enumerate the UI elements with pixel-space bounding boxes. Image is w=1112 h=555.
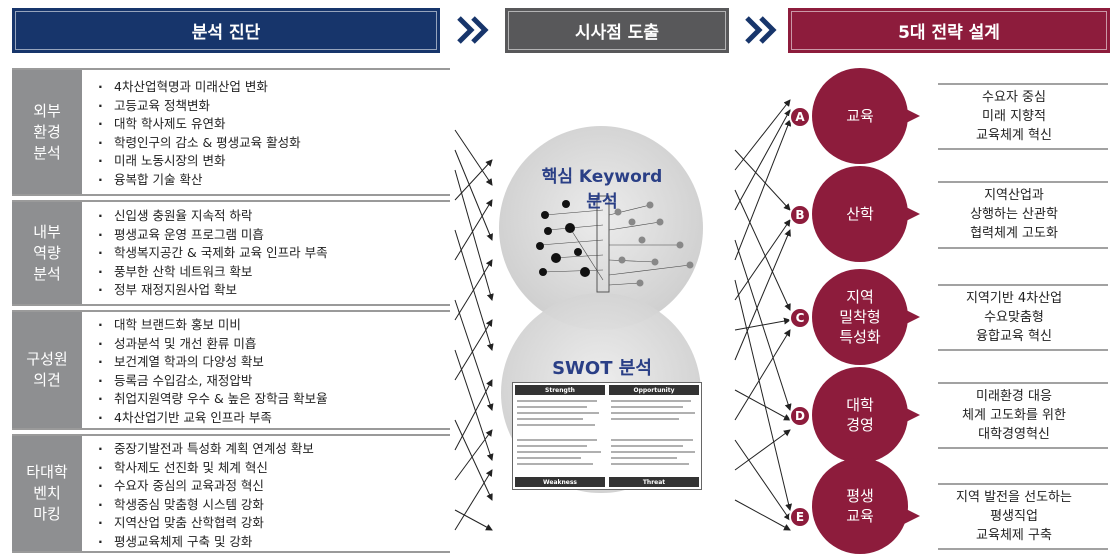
swot-text-line (517, 451, 601, 453)
list-item: 평생교육체제 구축 및 강화 (98, 533, 314, 552)
list-item: 중장기발전과 특성화 계획 연계성 확보 (98, 440, 314, 459)
list-item: 융복합 기술 확산 (98, 171, 301, 190)
strategy-circle-management: 대학 경영 (812, 367, 908, 463)
swot-text-line (611, 463, 689, 465)
keyword-bubble (499, 126, 703, 330)
strategy-circle-industry: 산학 (812, 166, 908, 262)
left-arrows (454, 129, 494, 531)
category-label-benchmark: 타대학 벤치 마킹 (12, 436, 82, 551)
swot-text-line (517, 418, 583, 420)
category-list-internal: 신입생 충원율 지속적 하락 평생교육 운영 프로그램 미흡 학생복지공간 & … (98, 207, 328, 300)
list-item: 신입생 충원율 지속적 하락 (98, 207, 328, 226)
right-arrows (734, 99, 793, 531)
category-list-benchmark: 중장기발전과 특성화 계획 연계성 확보 학사제도 선진화 및 체계 혁신 수요… (98, 440, 314, 551)
category-label-members: 구성원 의견 (12, 312, 82, 428)
strategy-badge-e: E (789, 506, 811, 528)
swot-text-line (611, 406, 683, 408)
analysis-header-title: 분석 진단 (191, 23, 261, 43)
list-item: 등록금 수입감소, 재정압박 (98, 372, 328, 391)
category-list-members: 대학 브랜드화 홍보 미비 성과분석 및 개선 환류 미흡 보건계열 학과의 다… (98, 316, 328, 427)
strategy-desc-a: 수요자 중심 미래 지향적 교육체계 혁신 (976, 90, 1052, 143)
swot-text-line (517, 400, 597, 402)
swot-text-line (611, 445, 683, 447)
swot-analysis-title: SWOT 분석 (552, 358, 652, 379)
list-item: 대학 학사제도 유연화 (98, 115, 301, 134)
swot-text-line (517, 463, 593, 465)
swot-text-line (611, 439, 693, 441)
list-item: 지역산업 맞춤 산학협력 강화 (98, 514, 314, 533)
strategy-circle-education: 교육 (812, 68, 908, 164)
strategy-desc-b: 지역산업과 상행하는 산관학 협력체계 고도화 (970, 188, 1058, 241)
swot-matrix-thumbnail: Strength Opportunity Weakness Threat (512, 382, 702, 490)
category-label-internal: 내부 역량 분석 (12, 202, 82, 304)
analysis-header: 분석 진단 (12, 8, 440, 53)
list-item: 학사제도 선진화 및 체계 혁신 (98, 459, 314, 478)
list-item: 학생중심 맞춤형 시스템 강화 (98, 496, 314, 515)
swot-text-line (611, 457, 677, 459)
keyword-network-graphic (536, 195, 694, 293)
category-frame (12, 68, 450, 196)
swot-text-line (611, 412, 695, 414)
swot-text-line (611, 418, 679, 420)
swot-text-line (517, 445, 587, 447)
strategy-desc-e: 지역 발전을 선도하는 평생직업 교육체제 구축 (956, 490, 1072, 543)
list-item: 4차산업기반 교육 인프라 부족 (98, 409, 328, 428)
insight-header-title: 시사점 도출 (574, 23, 660, 43)
swot-threat-header: Threat (609, 477, 699, 487)
double-chevron-icon (457, 16, 489, 44)
swot-text-line (611, 400, 691, 402)
list-item: 정부 재정지원사업 확보 (98, 281, 328, 300)
category-frame (12, 434, 450, 553)
category-list-external: 4차산업혁명과 미래산업 변화 고등교육 정책변화 대학 학사제도 유연화 학령… (98, 78, 301, 189)
category-frame (12, 200, 450, 306)
strategy-circle-regional: 지역 밀착형 특성화 (812, 269, 908, 365)
list-item: 4차산업혁명과 미래산업 변화 (98, 78, 301, 97)
strategy-desc-d: 미래환경 대응 체계 고도화를 위한 대학경영혁신 (962, 389, 1066, 442)
list-item: 성과분석 및 개선 환류 미흡 (98, 335, 328, 354)
strategy-circle-lifelong: 평생 교육 (812, 458, 908, 554)
list-item: 풍부한 산학 네트워크 확보 (98, 263, 328, 282)
swot-text-line (517, 406, 587, 408)
strategy-header-title: 5대 전략 설계 (898, 23, 1000, 43)
strategy-desc-c: 지역기반 4차산업 수요맞춤형 융합교육 혁신 (965, 291, 1063, 344)
strategy-badge-c: C (789, 307, 811, 329)
list-item: 취업지원역량 우수 & 높은 장학금 확보율 (98, 390, 328, 409)
list-item: 보건계열 학과의 다양성 확보 (98, 353, 328, 372)
list-item: 고등교육 정책변화 (98, 97, 301, 116)
swot-strength-header: Strength (515, 385, 605, 395)
swot-text-line (517, 439, 597, 441)
list-item: 학령인구의 감소 & 평생교육 활성화 (98, 134, 301, 153)
category-label-external: 외부 환경 분석 (12, 70, 82, 194)
list-item: 평생교육 운영 프로그램 미흡 (98, 226, 328, 245)
swot-text-line (611, 451, 695, 453)
list-item: 미래 노동시장의 변화 (98, 152, 301, 171)
keyword-analysis-title: 핵심 Keyword 분석 (541, 167, 663, 212)
category-frame (12, 310, 450, 430)
list-item: 학생복지공간 & 국제화 교육 인프라 부족 (98, 244, 328, 263)
swot-weakness-header: Weakness (515, 477, 605, 487)
insight-header: 시사점 도출 (505, 8, 729, 53)
swot-text-line (517, 424, 595, 426)
list-item: 대학 브랜드화 홍보 미비 (98, 316, 328, 335)
swot-opportunity-header: Opportunity (609, 385, 699, 395)
strategy-desc-rules (938, 83, 1108, 550)
swot-text-line (517, 412, 599, 414)
strategy-badge-d: D (789, 405, 811, 427)
swot-text-line (517, 457, 581, 459)
list-item: 수요자 중심의 교육과정 혁신 (98, 477, 314, 496)
double-chevron-icon (745, 16, 777, 44)
strategy-badge-a: A (789, 106, 811, 128)
strategy-header: 5대 전략 설계 (788, 8, 1110, 53)
strategy-badge-b: B (789, 204, 811, 226)
